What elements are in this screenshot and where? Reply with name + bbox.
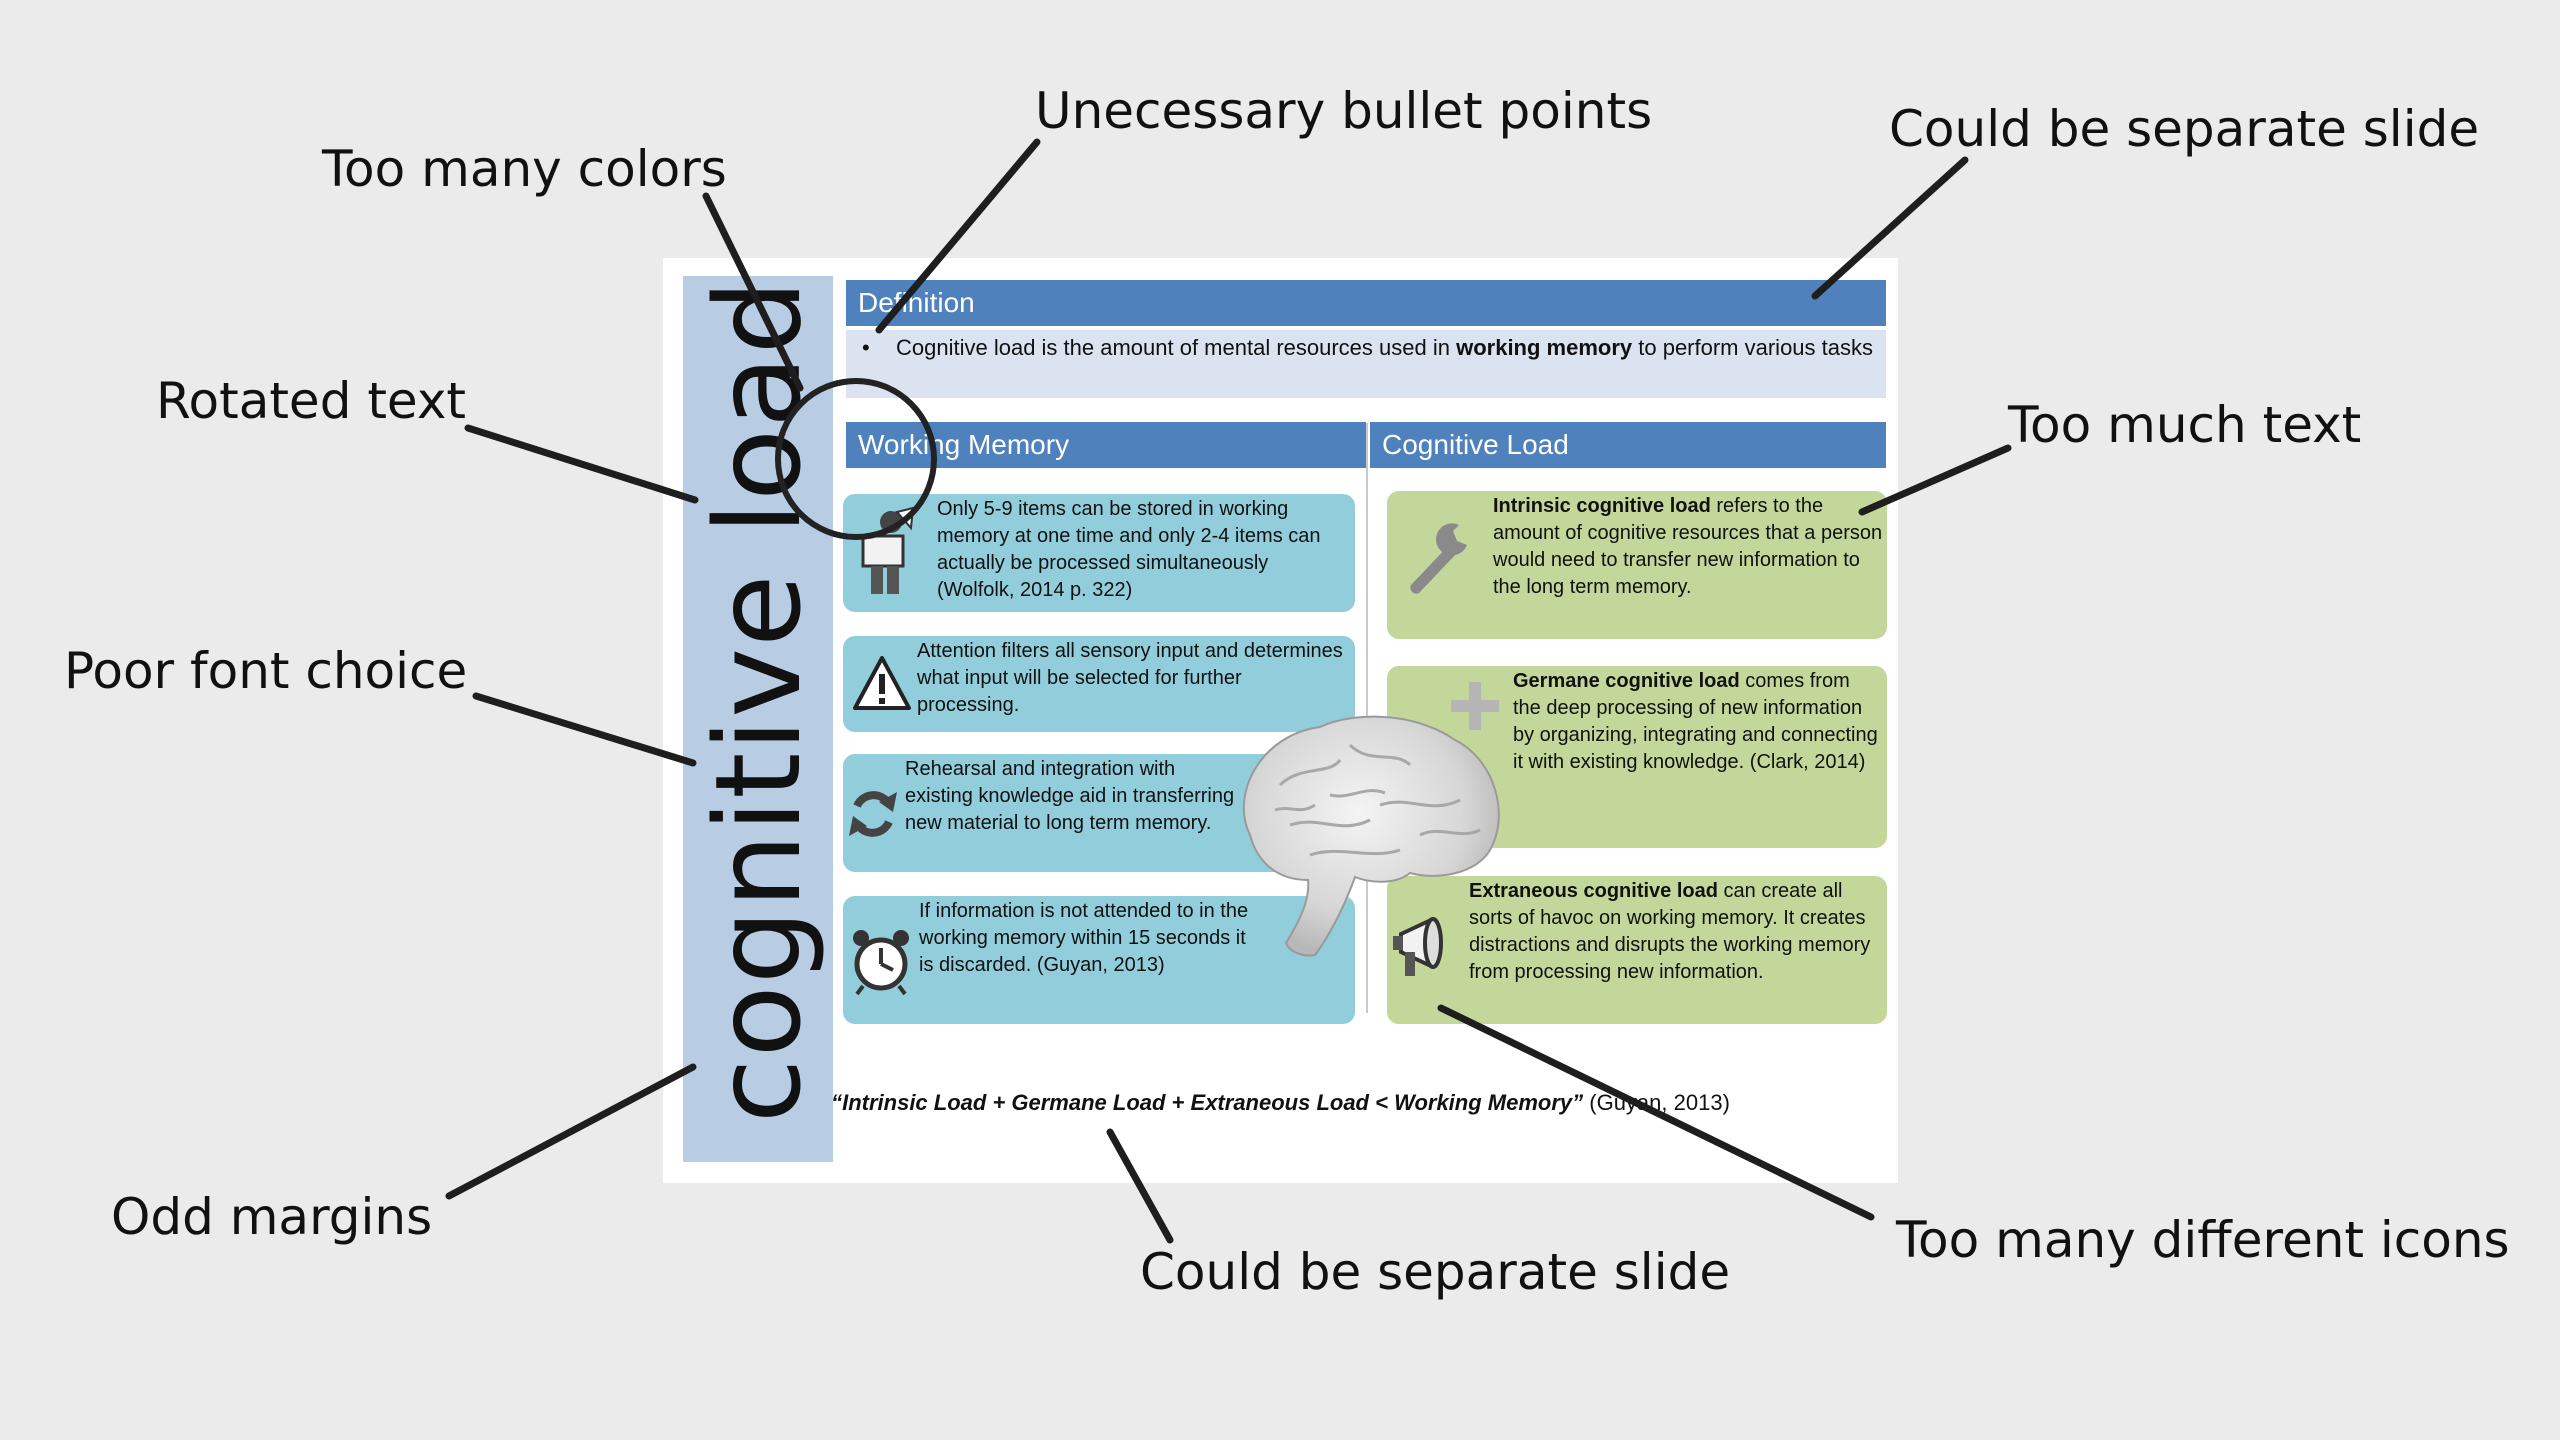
bullet-point: • — [862, 335, 870, 360]
line-too-many-icons — [1437, 1004, 1875, 1221]
wm-text-4: If information is not attended to in the… — [919, 900, 1249, 976]
annotation-poor-font: Poor font choice — [64, 642, 468, 700]
line-rotated-text — [464, 424, 699, 504]
definition-text-end: to perform various tasks — [1632, 335, 1874, 360]
cl-box-1: Intrinsic cognitive load refers to the a… — [1387, 491, 1887, 639]
annotation-odd-margins: Odd margins — [111, 1188, 433, 1246]
brain-image — [1242, 715, 1500, 957]
line-odd-margins — [445, 1063, 697, 1200]
line-too-many-colors — [702, 192, 804, 392]
cl-bold-3: Extraneous cognitive load — [1469, 880, 1718, 902]
annotation-unnecessary-bullets: Unecessary bullet points — [1035, 82, 1653, 140]
line-separate-slide-bottom — [1106, 1128, 1174, 1244]
cl-body-1: refers to the amount of cognitive resour… — [1493, 495, 1883, 598]
wm-text-2: Attention filters all sensory input and … — [917, 640, 1343, 716]
annotation-too-much-text: Too much text — [2008, 396, 2362, 454]
annotation-too-many-icons: Too many different icons — [1896, 1211, 2510, 1269]
definition-text-start: Cognitive load is the amount of mental r… — [896, 335, 1457, 360]
cl-bold-2: Germane cognitive load — [1513, 670, 1740, 692]
cl-text-3: Extraneous cognitive load can create all… — [1469, 878, 1879, 986]
line-poor-font — [472, 692, 697, 767]
plus-icon — [1451, 682, 1499, 730]
wm-box-4: If information is not attended to in the… — [843, 896, 1355, 1024]
cl-bold-1: Intrinsic cognitive load — [1493, 495, 1711, 517]
line-too-much-text — [1858, 444, 2012, 516]
highlight-circle — [775, 378, 937, 540]
annotation-rotated-text: Rotated text — [156, 372, 467, 430]
cl-body-2: comes from the deep processing of new in… — [1513, 670, 1878, 773]
wm-box-1: Only 5-9 items can be stored in working … — [843, 494, 1355, 612]
refresh-icon — [849, 791, 897, 837]
megaphone-icon — [1393, 916, 1443, 976]
cl-text-2: Germane cognitive load comes from the de… — [1513, 668, 1883, 776]
definition-body: • Cognitive load is the amount of mental… — [846, 330, 1886, 398]
wm-box-2: Attention filters all sensory input and … — [843, 636, 1355, 732]
cl-body-3: can create all sorts of havoc on working… — [1469, 880, 1871, 983]
annotation-separate-slide-top: Could be separate slide — [1889, 100, 2480, 158]
wrench-icon — [1410, 523, 1467, 594]
alarm-clock-icon — [853, 930, 909, 996]
line-unnecessary-bullets — [875, 138, 1041, 334]
annotation-separate-slide-bottom: Could be separate slide — [1140, 1243, 1731, 1301]
warning-icon — [853, 656, 911, 710]
definition-text-bold: working memory — [1456, 335, 1633, 360]
wm-text-1: Only 5-9 items can be stored in working … — [937, 498, 1321, 601]
annotation-too-many-colors: Too many colors — [322, 140, 727, 198]
line-separate-slide-top — [1811, 156, 1969, 300]
cognitive-load-header: Cognitive Load — [1370, 422, 1886, 468]
cl-box-3: Extraneous cognitive load can create all… — [1387, 876, 1887, 1024]
formula-text: “Intrinsic Load + Germane Load + Extrane… — [831, 1090, 1584, 1115]
cl-text-1: Intrinsic cognitive load refers to the a… — [1493, 493, 1883, 601]
definition-header: Definition — [846, 280, 1886, 326]
wm-text-3: Rehearsal and integration with existing … — [905, 758, 1235, 834]
